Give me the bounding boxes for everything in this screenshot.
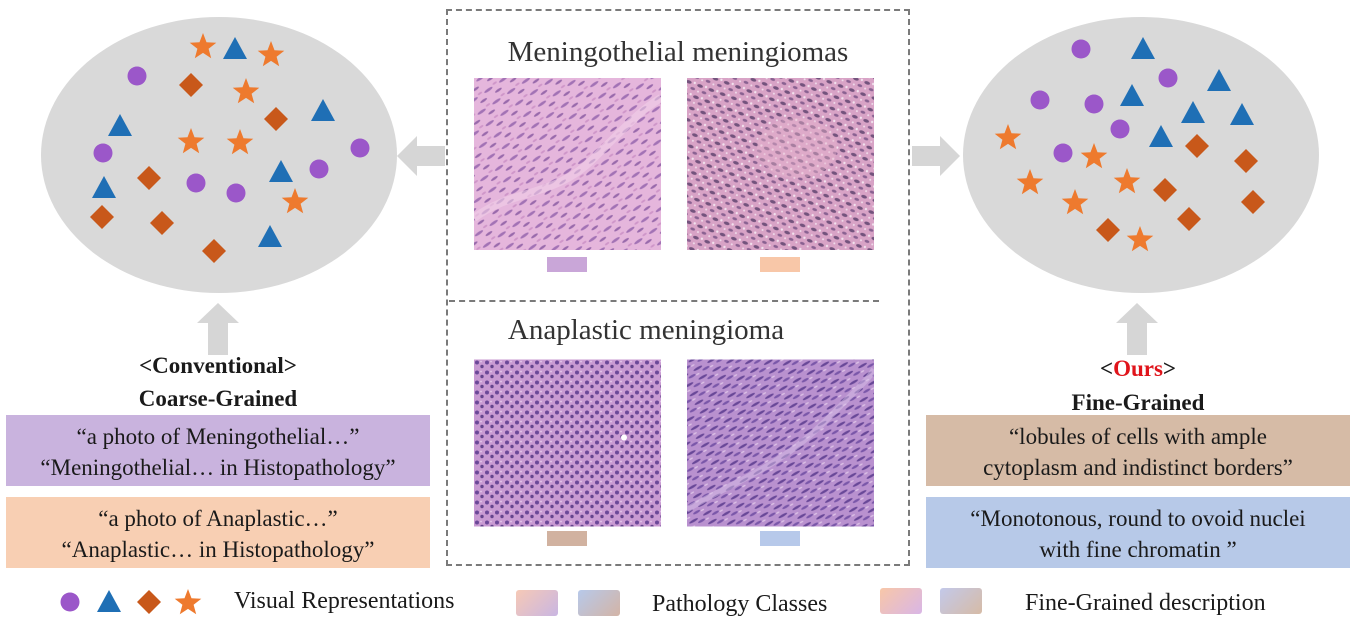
left-brown-diamonds bbox=[90, 73, 288, 263]
prompt-line: with fine chromatin ” bbox=[1039, 537, 1237, 562]
arrow-up-right-icon bbox=[1116, 303, 1158, 355]
ours-label: <Ours> bbox=[968, 356, 1308, 382]
anaplastic-tile-1 bbox=[474, 359, 661, 527]
legend-circle-icon bbox=[60, 592, 80, 612]
legend-classes-label: Pathology Classes bbox=[652, 591, 828, 617]
fine-grained-label: Fine-Grained bbox=[1071, 390, 1205, 415]
ours-close: > bbox=[1162, 356, 1177, 381]
legend-desc-swatch-2 bbox=[940, 588, 982, 614]
legend-visual-label: Visual Representations bbox=[234, 588, 455, 614]
pathology-examples-panel bbox=[446, 9, 910, 566]
meningothelial-title: Meningothelial meningiomas bbox=[507, 36, 849, 68]
legend-desc-swatch-1 bbox=[880, 588, 922, 614]
legend-diamond-icon bbox=[137, 590, 161, 614]
ours-open: < bbox=[1099, 356, 1114, 381]
coarse-prompt-meningothelial: “a photo of Meningothelial…” “Meningothe… bbox=[6, 415, 430, 486]
left-orange-stars bbox=[177, 33, 309, 214]
legend-triangle-icon bbox=[97, 590, 121, 612]
conventional-label: <Conventional> bbox=[139, 353, 297, 378]
class-swatch-peach bbox=[760, 257, 800, 272]
legend-markers bbox=[60, 589, 202, 615]
ours-embedding-space bbox=[963, 17, 1319, 293]
arrow-left-icon bbox=[397, 136, 445, 176]
coarse-prompt-anaplastic: “a photo of Anaplastic…” “Anaplastic… in… bbox=[6, 497, 430, 568]
meningothelial-tile-1 bbox=[474, 78, 661, 250]
fine-prompt-lobules: “lobules of cells with ample cytoplasm a… bbox=[926, 415, 1350, 486]
legend-star-icon bbox=[174, 589, 202, 615]
legend-class-swatch-2 bbox=[578, 590, 620, 616]
anaplastic-title: Anaplastic meningioma bbox=[507, 314, 785, 346]
left-blue-triangles bbox=[92, 37, 335, 247]
right-brown-diamonds bbox=[1096, 134, 1265, 242]
anaplastic-tile-2 bbox=[687, 359, 874, 527]
meningothelial-tile-2 bbox=[687, 78, 874, 250]
prompt-line: cytoplasm and indistinct borders” bbox=[983, 455, 1293, 480]
prompt-line: “lobules of cells with ample bbox=[1008, 424, 1268, 449]
prompt-line: “Anaplastic… in Histopathology” bbox=[61, 537, 375, 562]
arrow-right-icon bbox=[912, 136, 960, 176]
right-blue-triangles bbox=[1120, 37, 1254, 147]
left-purple-circles bbox=[93, 66, 370, 203]
prompt-line: “a photo of Meningothelial…” bbox=[76, 424, 360, 449]
coarse-grained-label: Coarse-Grained bbox=[138, 386, 298, 411]
fine-prompt-nuclei: “Monotonous, round to ovoid nuclei with … bbox=[926, 497, 1350, 568]
legend-class-swatch-1 bbox=[516, 590, 558, 616]
prompt-line: “a photo of Anaplastic…” bbox=[98, 506, 338, 531]
legend-description-label: Fine-Grained description bbox=[1025, 590, 1266, 616]
class-swatch-tan bbox=[547, 531, 587, 546]
conventional-embedding-space bbox=[41, 17, 397, 293]
prompt-line: “Monotonous, round to ovoid nuclei bbox=[970, 506, 1306, 531]
prompt-line: “Meningothelial… in Histopathology” bbox=[40, 455, 396, 480]
ours-word: Ours bbox=[1113, 356, 1163, 381]
right-orange-stars bbox=[994, 124, 1154, 252]
arrow-up-left-icon bbox=[197, 303, 239, 355]
panel-divider bbox=[449, 300, 879, 302]
right-purple-circles bbox=[1030, 39, 1178, 163]
class-swatch-purple bbox=[547, 257, 587, 272]
class-swatch-blue bbox=[760, 531, 800, 546]
